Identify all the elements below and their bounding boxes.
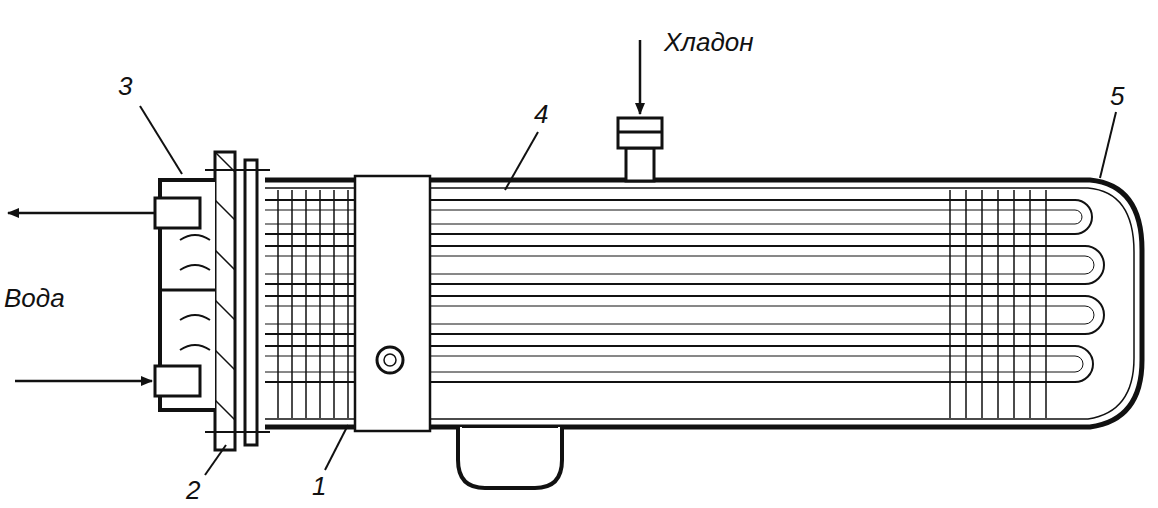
callout-number: 3	[118, 72, 132, 101]
callout-number: 5	[1110, 82, 1124, 111]
medium-label: Вода	[4, 284, 65, 313]
medium-label: Хладон	[664, 28, 754, 57]
callout-number: 1	[312, 472, 326, 501]
callout-number: 4	[534, 100, 548, 129]
callout-number: 2	[186, 476, 200, 505]
